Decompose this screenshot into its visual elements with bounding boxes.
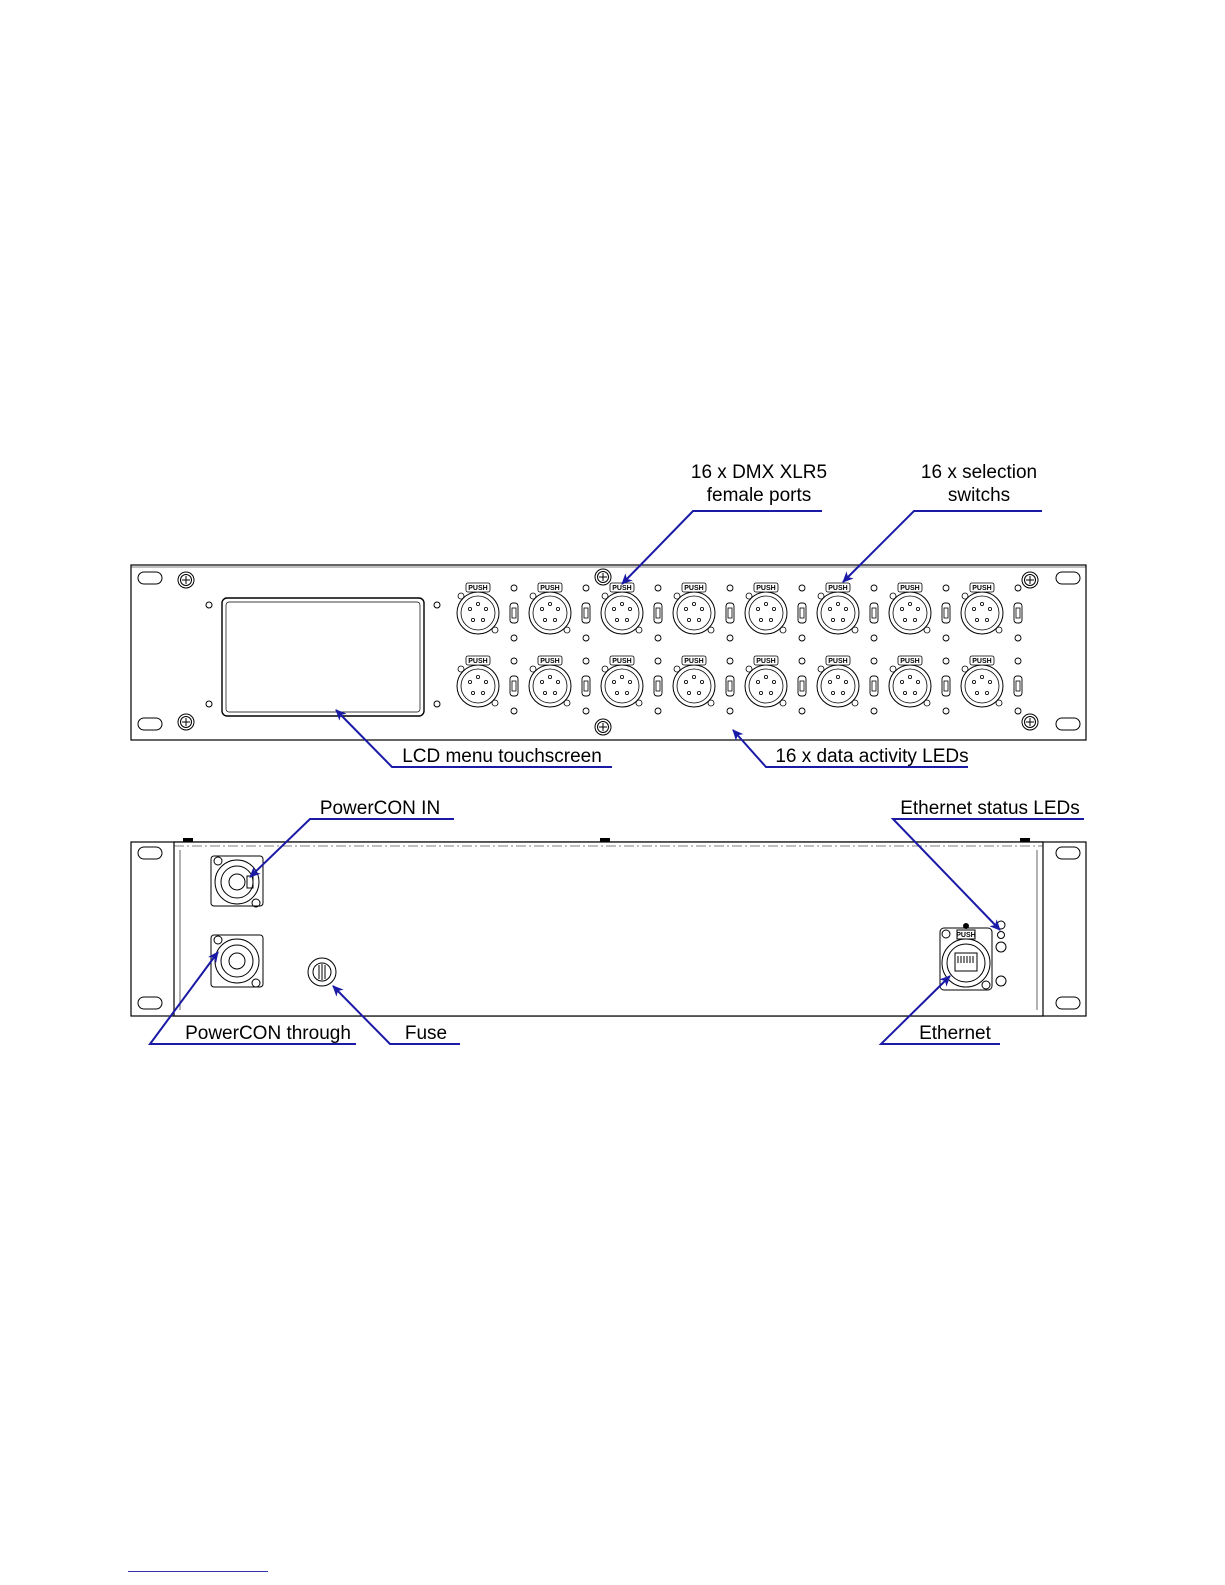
label-selection-switches-line1: 16 x selection bbox=[921, 462, 1037, 483]
rear-panel: PUSH bbox=[131, 838, 1086, 1016]
screw-icon bbox=[1022, 714, 1038, 730]
label-lcd: LCD menu touchscreen bbox=[402, 746, 602, 767]
front-panel: PUSH PUSH PUSH PUSH PUSH PUSH PUSH PUSH PUSH PUSH… bbox=[131, 565, 1086, 740]
ethernet-push-label: PUSH bbox=[956, 932, 975, 939]
xlr-push-label: PUSH bbox=[828, 585, 847, 592]
screw-icon bbox=[595, 719, 611, 735]
label-dmx-ports-line1: 16 x DMX XLR5 bbox=[691, 462, 827, 483]
label-dmx-ports-line2: female ports bbox=[707, 485, 812, 506]
xlr-push-label: PUSH bbox=[684, 658, 703, 665]
screw-icon bbox=[595, 569, 611, 585]
xlr-push-label: PUSH bbox=[972, 585, 991, 592]
xlr-push-label: PUSH bbox=[468, 585, 487, 592]
label-powercon-in: PowerCON IN bbox=[320, 798, 440, 819]
xlr-push-label: PUSH bbox=[540, 658, 559, 665]
xlr-push-label: PUSH bbox=[756, 585, 775, 592]
screw-icon bbox=[178, 714, 194, 730]
xlr-push-label: PUSH bbox=[612, 585, 631, 592]
screw-icon bbox=[178, 572, 194, 588]
xlr-push-label: PUSH bbox=[684, 585, 703, 592]
label-ethernet: Ethernet bbox=[919, 1023, 992, 1044]
xlr-push-label: PUSH bbox=[900, 658, 919, 665]
xlr-push-label: PUSH bbox=[900, 585, 919, 592]
xlr-push-label: PUSH bbox=[612, 658, 631, 665]
label-ethernet-leds: Ethernet status LEDs bbox=[900, 798, 1080, 819]
xlr-push-label: PUSH bbox=[972, 658, 991, 665]
xlr-push-label: PUSH bbox=[828, 658, 847, 665]
label-selection-switches-line2: switchs bbox=[948, 485, 1010, 506]
xlr-push-label: PUSH bbox=[540, 585, 559, 592]
footer-link-underline bbox=[128, 1571, 268, 1572]
label-fuse: Fuse bbox=[405, 1023, 447, 1044]
label-powercon-through: PowerCON through bbox=[185, 1023, 351, 1044]
lcd-touchscreen bbox=[222, 598, 424, 716]
label-data-leds: 16 x data activity LEDs bbox=[775, 746, 968, 767]
xlr-push-label: PUSH bbox=[756, 658, 775, 665]
rear-panel-body bbox=[174, 842, 1043, 1016]
xlr-push-label: PUSH bbox=[468, 658, 487, 665]
screw-icon bbox=[1022, 572, 1038, 588]
